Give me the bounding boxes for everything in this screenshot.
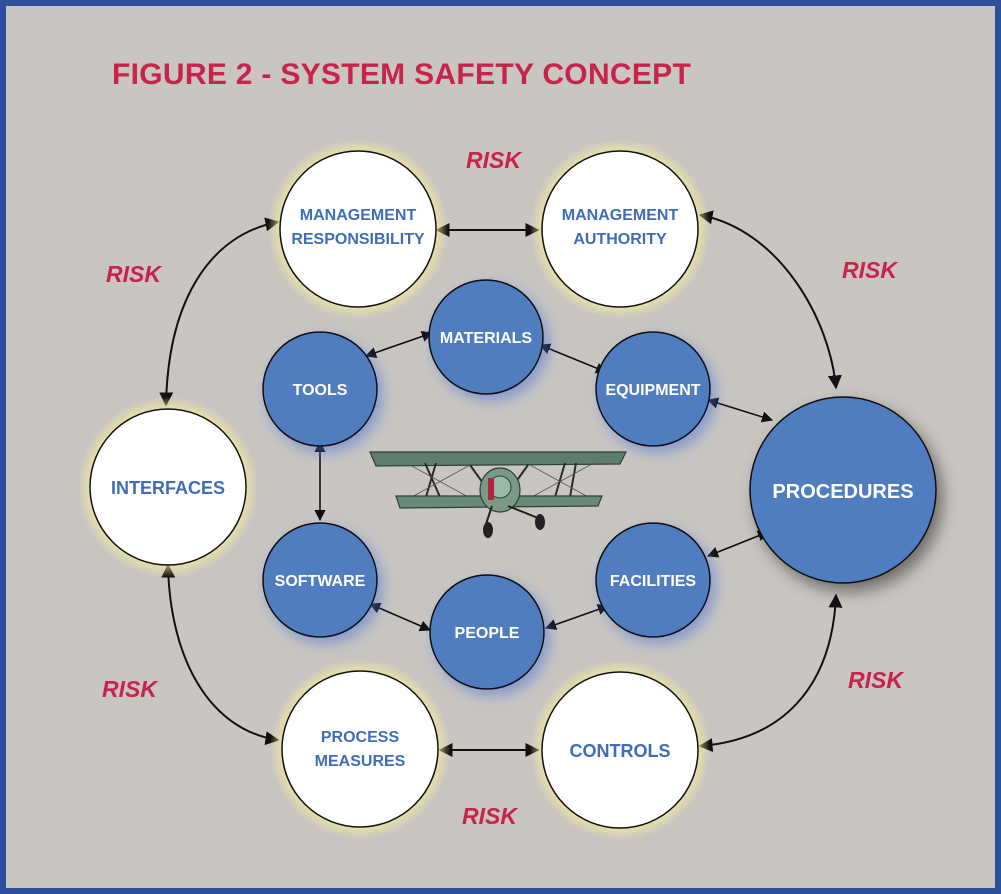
connector-interfaces-measures	[161, 563, 280, 746]
controls-label: CONTROLS	[570, 741, 671, 761]
risk-label-upper-left: RISK	[106, 261, 162, 287]
software-label: SOFTWARE	[275, 573, 366, 590]
connector-materials-equipment	[538, 343, 608, 374]
risk-label-bottom: RISK	[462, 803, 518, 829]
risk-label-lower-right: RISK	[848, 667, 904, 693]
biplane-wheel-left	[483, 522, 493, 538]
outer-connectors	[159, 210, 843, 757]
biplane-image	[369, 451, 627, 538]
connector-procedures-controls	[698, 593, 843, 753]
connector-facilities-procedures	[706, 530, 770, 558]
connector-people-facilities	[544, 604, 610, 630]
materials-label: MATERIALS	[440, 330, 532, 347]
connector-materials-tools	[364, 331, 434, 358]
biplane-propeller	[488, 478, 494, 500]
risk-label-upper-right: RISK	[842, 257, 898, 283]
biplane-wires	[409, 464, 591, 499]
people-label: PEOPLE	[455, 625, 520, 642]
management-authority-label-2: AUTHORITY	[573, 231, 667, 248]
interfaces-label: INTERFACES	[111, 478, 225, 498]
management-responsibility-label-1: MANAGEMENT	[300, 207, 417, 224]
procedures-label: PROCEDURES	[772, 481, 913, 503]
process-measures-label-1: PROCESS	[321, 729, 400, 746]
outer-node-process-measures: PROCESS MEASURES	[270, 659, 450, 839]
outer-node-interfaces: INTERFACES	[78, 397, 258, 577]
connector-responsibility-interfaces	[159, 217, 280, 407]
process-measures-label-2: MEASURES	[315, 753, 406, 770]
facilities-label: FACILITIES	[610, 573, 697, 590]
inner-node-people: PEOPLE	[429, 574, 545, 690]
biplane-wheel-right	[535, 514, 545, 530]
management-authority-label-1: MANAGEMENT	[562, 207, 679, 224]
outer-node-controls: CONTROLS	[530, 660, 710, 840]
biplane-gear	[485, 505, 539, 525]
connector-equipment-procedures	[706, 397, 774, 423]
equipment-label: EQUIPMENT	[605, 382, 700, 399]
inner-node-software: SOFTWARE	[262, 522, 378, 638]
page-title: FIGURE 2 - SYSTEM SAFETY CONCEPT	[112, 58, 692, 91]
risk-label-lower-left: RISK	[102, 676, 158, 702]
risk-label-top: RISK	[466, 147, 522, 173]
biplane-top-wing	[369, 451, 627, 467]
inner-node-tools: TOOLS	[262, 331, 378, 447]
inner-node-equipment: EQUIPMENT	[595, 331, 711, 447]
outer-node-management-authority: MANAGEMENT AUTHORITY	[530, 139, 710, 319]
connector-software-people	[368, 602, 432, 632]
tools-label: TOOLS	[293, 382, 348, 399]
outer-node-management-responsibility: MANAGEMENT RESPONSIBILITY	[268, 139, 448, 319]
connector-authority-procedures	[698, 210, 842, 390]
node-procedures: PROCEDURES	[749, 396, 937, 584]
inner-node-materials: MATERIALS	[428, 279, 544, 395]
management-responsibility-label-2: RESPONSIBILITY	[291, 231, 425, 248]
inner-connectors	[314, 331, 774, 632]
inner-node-facilities: FACILITIES	[595, 522, 711, 638]
